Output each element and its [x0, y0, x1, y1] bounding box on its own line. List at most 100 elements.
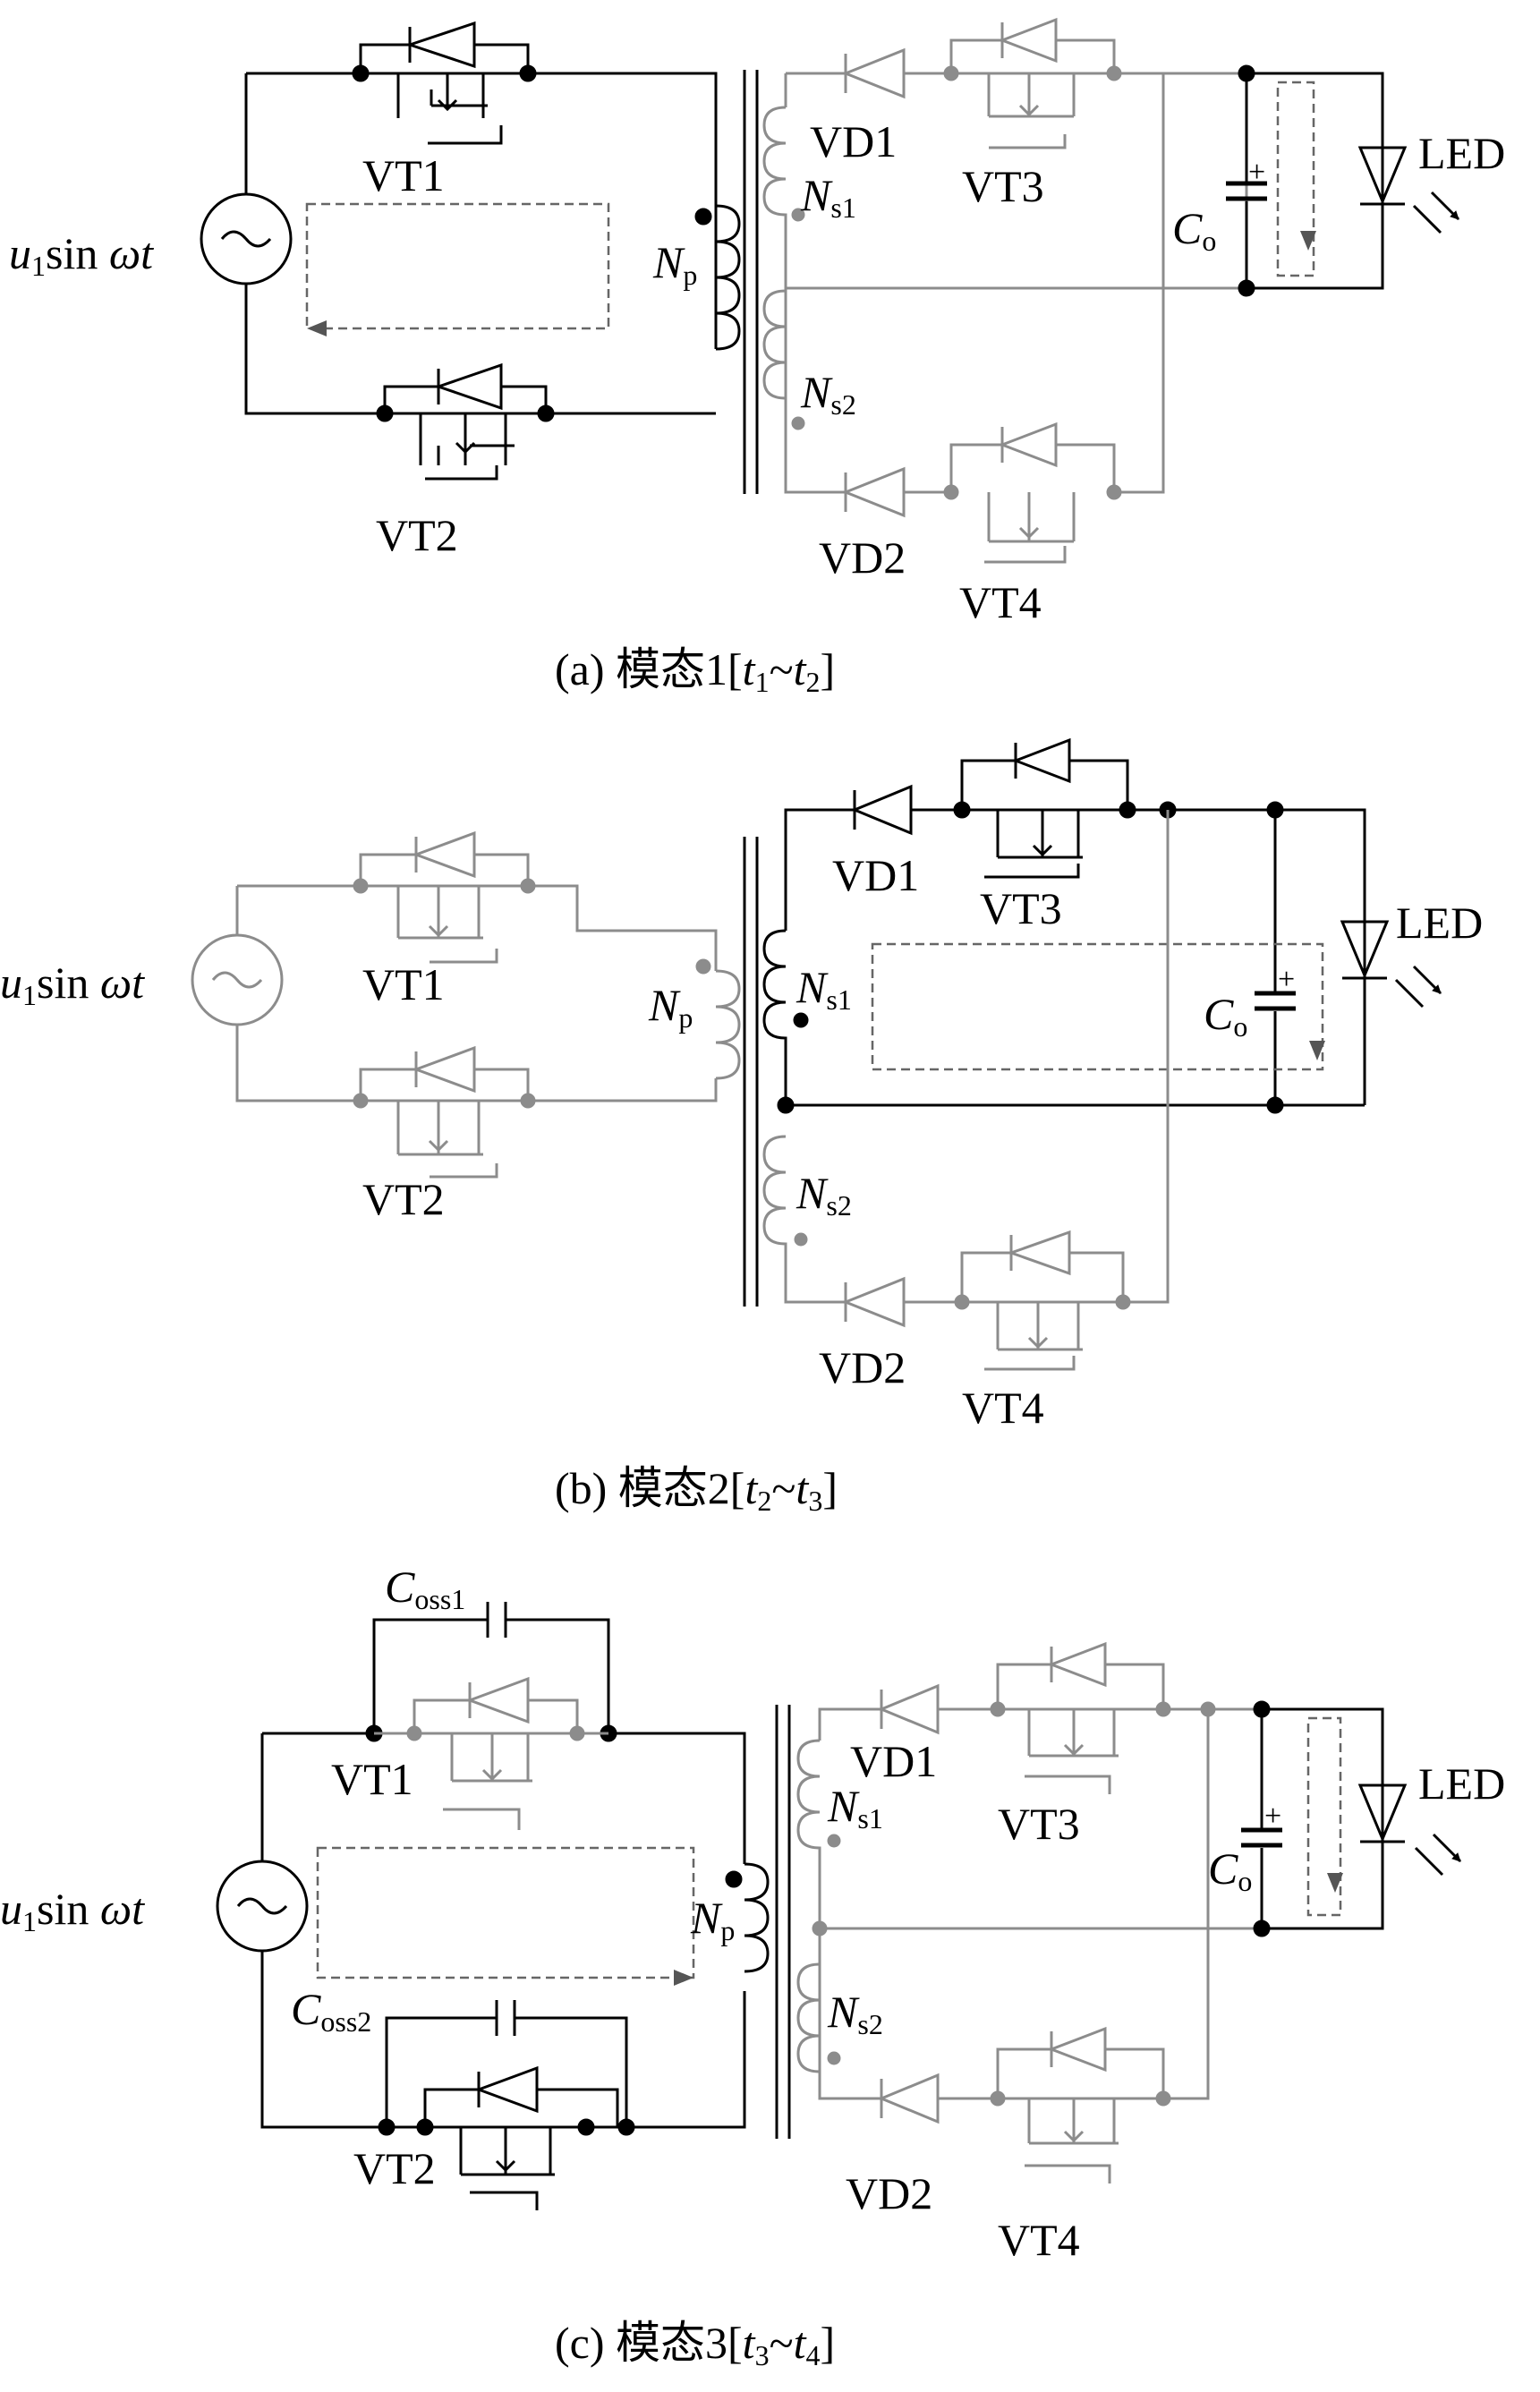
np-label: Np [648, 980, 693, 1034]
mode-b-inactive-secondary [762, 810, 1170, 1371]
coss1-capacitor-icon [486, 1602, 507, 1638]
vt1-switch-icon [374, 1676, 608, 1830]
np-dot [694, 208, 712, 226]
coss2-label: Coss2 [291, 1984, 371, 2038]
ac-source-icon [216, 1860, 309, 1953]
co-plus: + [1248, 156, 1265, 189]
led-label: LED [1418, 128, 1505, 178]
ns2-winding-icon [762, 1135, 962, 1304]
vt4-switch-icon [943, 421, 1122, 564]
np-label: Np [690, 1893, 735, 1946]
mode-b: u1sin ωt VT1 VT2 Np VD1 VT3 Ns1 Ns2 VD2 … [0, 737, 1483, 1517]
ns1-winding-icon [762, 929, 787, 1105]
vt3-label: VT3 [998, 1799, 1080, 1849]
ns2-label: Ns2 [796, 1168, 852, 1222]
vd1-label: VD1 [832, 850, 919, 900]
ns1-label: Ns1 [796, 962, 852, 1016]
vt3-switch-icon [990, 1641, 1216, 1794]
caption-c: (c) 模态3[t3~t4] [555, 2318, 835, 2371]
vt4-label: VT4 [962, 1383, 1044, 1433]
vt1-label: VT1 [331, 1754, 413, 1804]
ns2-label: Ns2 [827, 1987, 883, 2040]
ns1-label: Ns1 [800, 170, 856, 224]
ns2-label: Ns2 [800, 367, 856, 421]
ns1-dot [793, 1012, 809, 1028]
ns1-dot [791, 208, 805, 222]
vt2-label: VT2 [362, 1174, 445, 1224]
co-label: Co [1172, 203, 1216, 257]
vt3-label: VT3 [962, 161, 1044, 211]
source-label: u1sin ωt [0, 958, 145, 1011]
ns2-winding-icon [796, 1962, 998, 2100]
vd2-label: VD2 [819, 532, 906, 583]
np-winding-icon [715, 204, 741, 351]
vt2-switch-icon [353, 1045, 536, 1179]
vt2-switch-icon [376, 362, 555, 481]
vt4-switch-icon [954, 1230, 1131, 1371]
ns-winding-icon [762, 106, 787, 400]
caption-b: (b) 模态2[t2~t3] [555, 1463, 838, 1517]
current-arrow-icon [674, 1970, 693, 1986]
mode-c-secondary [796, 1641, 1262, 2183]
led-icon [1357, 1783, 1408, 1843]
transformer-core-icon [743, 837, 759, 1307]
coss2-wire [385, 2016, 628, 2127]
vt2-label: VT2 [353, 2143, 436, 2193]
vd2-diode-icon [878, 2073, 940, 2124]
sine-symbol-icon [220, 230, 272, 248]
np-winding-icon [715, 969, 741, 1080]
source-label: u1sin ωt [0, 1884, 145, 1937]
coss2-capacitor-icon [495, 2000, 516, 2036]
vt1-label: VT1 [362, 150, 445, 200]
led-label: LED [1418, 1758, 1505, 1809]
vd2-diode-icon [841, 466, 906, 518]
source-label: u1sin ωt [9, 228, 154, 282]
vd1-diode-icon [878, 1683, 940, 1735]
vd1-label: VD1 [810, 116, 897, 166]
vd1-diode-icon [851, 784, 913, 836]
vt2-label: VT2 [376, 510, 458, 560]
current-arrow-icon [1300, 231, 1316, 251]
caption-a: (a) 模态1[t1~t2] [555, 644, 835, 698]
mode-c-primary-inactive [374, 1676, 608, 1830]
transformer-core-icon [775, 1705, 791, 2139]
ns1-label: Ns1 [827, 1781, 883, 1834]
mode-a: u1sin ωt VT1 VT2 Np VD1 Ns1 Ns2 VT3 VD2 … [9, 17, 1505, 698]
vt3-switch-icon [953, 737, 1136, 879]
ns2-dot [791, 416, 805, 430]
mode-c-output [1241, 1700, 1460, 1937]
np-dot [725, 1870, 743, 1888]
co-capacitor-icon [1226, 181, 1267, 201]
vt1-switch-icon [352, 21, 537, 145]
sine-symbol-icon [236, 1897, 288, 1915]
vd2-label: VD2 [819, 1342, 906, 1392]
np-winding-icon [744, 1862, 770, 1973]
co-capacitor-icon [1255, 991, 1296, 1011]
co-plus: + [1278, 963, 1295, 996]
vd2-label: VD2 [846, 2168, 932, 2218]
mode-b-active [762, 737, 1441, 1114]
mode-b-primary [191, 830, 741, 1179]
current-path-output [1306, 1716, 1342, 1917]
mode-a-primary [200, 21, 741, 481]
current-arrow-icon [307, 320, 327, 336]
mode-a-secondary [762, 17, 1165, 564]
coss1-wire [372, 1618, 610, 1733]
wire [246, 72, 718, 349]
mode-a-output [786, 64, 1459, 297]
led-icon [1357, 146, 1408, 205]
vt2-switch-icon [378, 2065, 635, 2210]
vd2-diode-icon [841, 1276, 906, 1328]
vd1-label: VD1 [850, 1736, 937, 1786]
np-label: Np [652, 237, 697, 291]
current-path-primary [305, 202, 610, 330]
current-arrow-icon [1309, 1041, 1325, 1060]
current-path-output [1276, 81, 1315, 277]
co-plus: + [1264, 1800, 1281, 1833]
led-label: LED [1396, 898, 1483, 948]
vt4-label: VT4 [959, 577, 1042, 627]
co-label: Co [1208, 1843, 1252, 1897]
vt1-label: VT1 [362, 959, 445, 1009]
vt4-label: VT4 [998, 2215, 1080, 2265]
